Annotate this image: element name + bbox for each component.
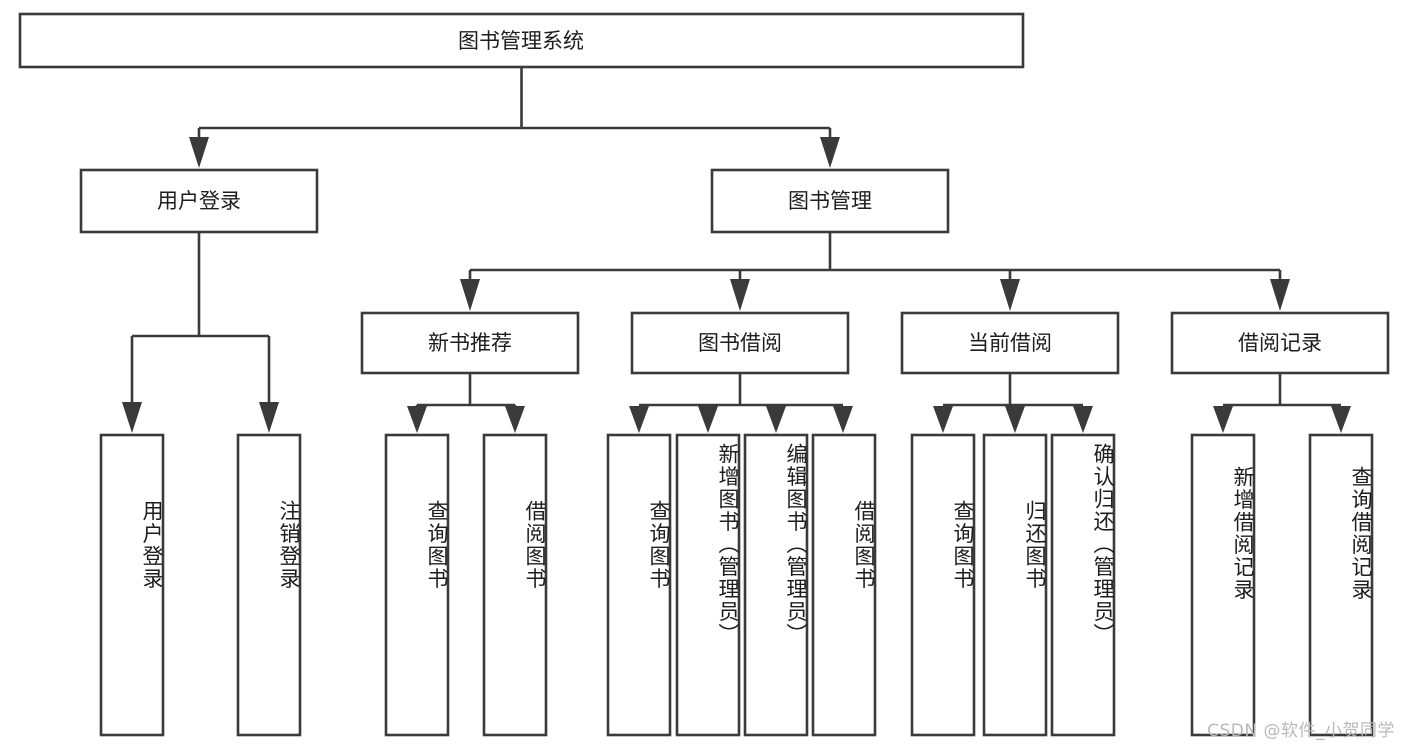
connectors-records-to-leaves: [1213, 373, 1351, 433]
node-box[interactable]: [630, 311, 850, 375]
node-box[interactable]: [1170, 311, 1390, 375]
arrow-head-icon: [629, 406, 649, 433]
arrow-head-icon: [1270, 279, 1290, 311]
leaf-box-query-borrow-record[interactable]: [1308, 433, 1374, 737]
arrow-head-icon: [933, 406, 953, 433]
arrow-head-icon: [766, 406, 786, 433]
node-box[interactable]: [900, 311, 1120, 375]
leaf-box-query-book-newbook[interactable]: [384, 433, 450, 737]
connectors-newbook-to-leaves: [407, 373, 525, 433]
leaf-box-query-book-borrow[interactable]: [606, 433, 672, 737]
node-label: 图书管理: [788, 189, 872, 213]
node-label: 当前借阅: [968, 331, 1052, 355]
node-label: 借阅记录: [1238, 331, 1322, 355]
connectors-booking-to-level3: [460, 232, 1290, 311]
node-book-management[interactable]: 图书管理: [710, 168, 950, 234]
node-label: 图书借阅: [698, 331, 782, 355]
leaf-box-add-book-admin[interactable]: [675, 433, 741, 737]
arrow-head-icon: [259, 402, 279, 433]
node-book-borrow[interactable]: 图书借阅: [630, 311, 850, 375]
node-box[interactable]: [360, 311, 580, 375]
leaf-box-edit-book-admin[interactable]: [743, 433, 809, 737]
node-box[interactable]: [710, 168, 950, 234]
arrow-head-icon: [820, 137, 840, 168]
leaf-box-query-book-current[interactable]: [910, 433, 976, 737]
arrow-head-icon: [698, 406, 718, 433]
arrow-head-icon: [1073, 406, 1093, 433]
leaf-box-add-borrow-record[interactable]: [1190, 433, 1256, 737]
node-current-borrow[interactable]: 当前借阅: [900, 311, 1120, 375]
node-label: 图书管理系统: [458, 29, 584, 53]
arrow-head-icon: [730, 279, 750, 311]
watermark-text: CSDN @软件_小贺同学: [1207, 721, 1395, 741]
leaf-box-confirm-return-admin[interactable]: [1050, 433, 1116, 737]
connectors-root-to-level2: [189, 67, 840, 168]
arrow-head-icon: [1005, 406, 1025, 433]
arrow-head-icon: [407, 406, 427, 433]
node-root[interactable]: 图书管理系统: [18, 12, 1025, 69]
arrow-head-icon: [122, 402, 142, 433]
leaf-box-borrow-book[interactable]: [811, 433, 877, 737]
node-box[interactable]: [79, 168, 319, 234]
node-label: 新书推荐: [428, 331, 512, 355]
arrow-head-icon: [1331, 406, 1351, 433]
node-borrow-records[interactable]: 借阅记录: [1170, 311, 1390, 375]
leaf-box-user-login[interactable]: [99, 433, 165, 737]
leaf-box-return-book[interactable]: [982, 433, 1048, 737]
node-box[interactable]: [18, 12, 1025, 69]
node-label: 用户登录: [157, 189, 241, 213]
connectors-borrow-to-leaves: [629, 373, 853, 433]
arrow-head-icon: [505, 406, 525, 433]
connectors-current-to-leaves: [933, 373, 1093, 433]
leaf-box-logout[interactable]: [236, 433, 302, 737]
leaf-nodes-group: [99, 433, 1374, 737]
arrow-head-icon: [1213, 406, 1233, 433]
arrow-head-icon: [460, 279, 480, 311]
node-new-book-recommend[interactable]: 新书推荐: [360, 311, 580, 375]
connectors-userlogin-to-leaves: [122, 232, 279, 433]
arrow-head-icon: [833, 406, 853, 433]
arrow-head-icon: [1000, 279, 1020, 311]
arrow-head-icon: [189, 137, 209, 168]
node-user-login[interactable]: 用户登录: [79, 168, 319, 234]
leaf-box-borrow-book-newbook[interactable]: [482, 433, 548, 737]
